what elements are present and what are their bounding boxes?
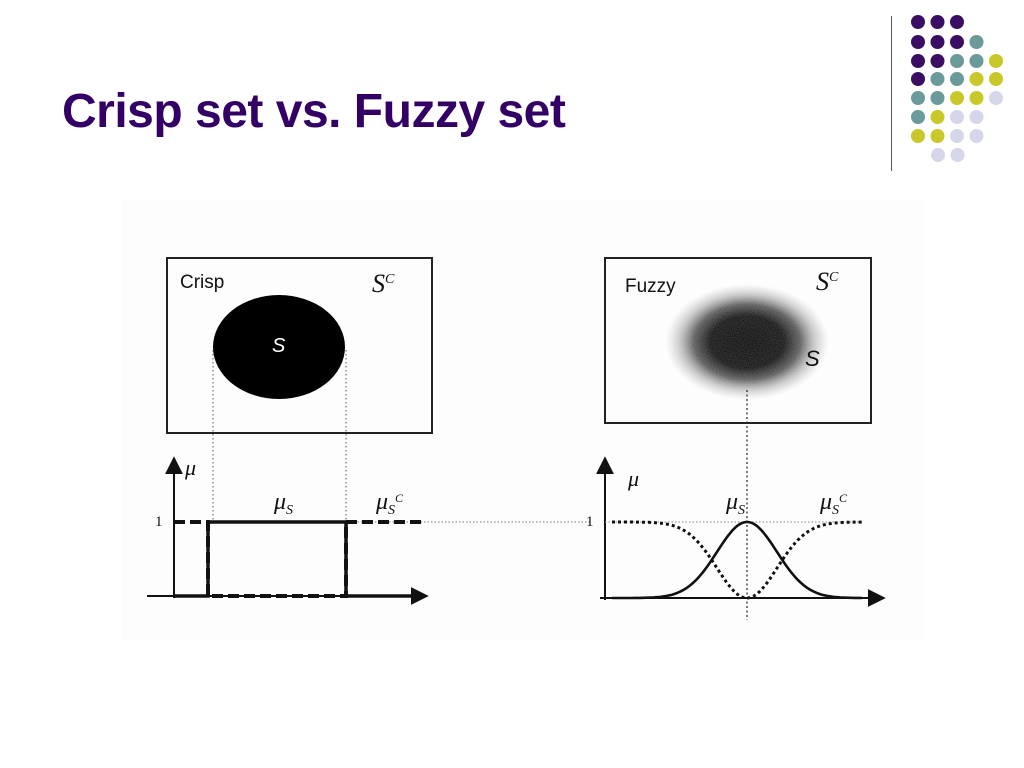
crisp-complement-mu: μ	[375, 489, 388, 515]
fuzzy-panel-label: Fuzzy	[625, 276, 676, 297]
decorative-dot	[911, 35, 925, 49]
fuzzy-complement-label: SC	[816, 267, 839, 296]
crisp-complement-membership-sup: C	[395, 491, 404, 505]
crisp-set-label: S	[272, 335, 286, 357]
crisp-membership-curve	[174, 520, 422, 598]
fuzzy-membership-plot: μ 1 μS μSC	[586, 456, 886, 607]
decorative-dot	[989, 72, 1003, 86]
title-divider	[891, 16, 892, 171]
decorative-dot	[911, 54, 925, 68]
crisp-y-tick-1: 1	[155, 514, 163, 530]
decorative-dot	[950, 15, 964, 29]
crisp-membership-label: μS	[273, 489, 293, 518]
fuzzy-complement-sub: S	[832, 503, 839, 518]
fuzzy-complement-membership-label: μSC	[819, 489, 848, 518]
fuzzy-y-tick-1: 1	[586, 514, 594, 530]
fuzzy-set-label: S	[805, 346, 820, 371]
fuzzy-membership-sub: S	[738, 503, 745, 518]
decorative-dot	[969, 54, 984, 68]
fuzzy-universe-box	[604, 257, 872, 424]
fuzzy-membership-mu: μ	[725, 489, 738, 515]
decorative-dot	[989, 91, 1003, 105]
crisp-membership-mu: μ	[273, 489, 286, 515]
crisp-complement-label: SC	[372, 269, 395, 298]
crisp-venn-panel: Crisp SC S	[166, 257, 433, 434]
crisp-membership-sub: S	[286, 503, 293, 518]
decorative-dot	[969, 35, 984, 49]
decorative-dot	[911, 15, 925, 29]
decorative-dot	[911, 91, 925, 105]
fuzzy-complement-mu: μ	[819, 489, 832, 515]
crisp-complement-letter: S	[372, 269, 385, 298]
crisp-complement-sub: S	[388, 503, 395, 518]
decorative-dot	[950, 148, 965, 162]
crisp-complement-membership-label: μSC	[375, 489, 404, 518]
crisp-complement-curve	[174, 520, 422, 598]
decorative-dot	[911, 110, 925, 124]
figure-canvas: Crisp SC S Fuzzy SC S μ 1	[147, 257, 886, 620]
guide-lines	[212, 350, 748, 620]
crisp-membership-plot: μ 1 μS μSC	[147, 455, 429, 605]
fuzzy-set-grain	[665, 284, 829, 400]
decorative-dot	[930, 15, 945, 29]
fuzzy-complement-curve	[612, 520, 863, 600]
fuzzy-membership-curve	[612, 520, 863, 600]
fuzzy-membership-label: μS	[725, 489, 745, 518]
crisp-universe-box	[166, 257, 433, 434]
crisp-y-axis-label: μ	[184, 455, 196, 480]
decorative-dot	[950, 54, 964, 68]
decorative-dot	[931, 148, 945, 162]
decorative-dot	[930, 72, 945, 86]
decorative-dot	[911, 72, 925, 86]
decorative-dot	[930, 54, 945, 68]
fuzzy-complement-sup: C	[829, 270, 839, 285]
fuzzy-complement-letter: S	[816, 267, 829, 296]
slide-title: Crisp set vs. Fuzzy set	[62, 85, 566, 138]
decorative-dot	[930, 110, 945, 124]
decorative-dot	[950, 72, 964, 86]
decorative-dot	[969, 129, 984, 143]
decorative-dot	[950, 110, 964, 124]
crisp-panel-label: Crisp	[180, 272, 224, 293]
fuzzy-y-axis-label: μ	[627, 466, 639, 491]
decorative-dot	[930, 129, 945, 143]
decorative-dot	[969, 91, 984, 105]
crisp-complement-sup: C	[385, 272, 395, 287]
decorative-dot	[930, 35, 945, 49]
decorative-dot	[930, 91, 945, 105]
decorative-dot	[989, 54, 1003, 68]
decorative-dot	[950, 91, 964, 105]
decorative-dot	[969, 72, 984, 86]
decorative-dot	[969, 110, 984, 124]
fuzzy-venn-panel: Fuzzy SC S	[604, 257, 872, 424]
fuzzy-complement-membership-sup: C	[839, 491, 848, 505]
decorative-dot	[950, 35, 964, 49]
crisp-set-ellipse	[213, 295, 345, 399]
decorative-dot	[950, 129, 964, 143]
decorative-dot	[911, 129, 925, 143]
crisp-vs-fuzzy-figure: Crisp SC S Fuzzy SC S μ 1	[122, 200, 925, 640]
decorative-dot-grid	[911, 15, 1003, 162]
